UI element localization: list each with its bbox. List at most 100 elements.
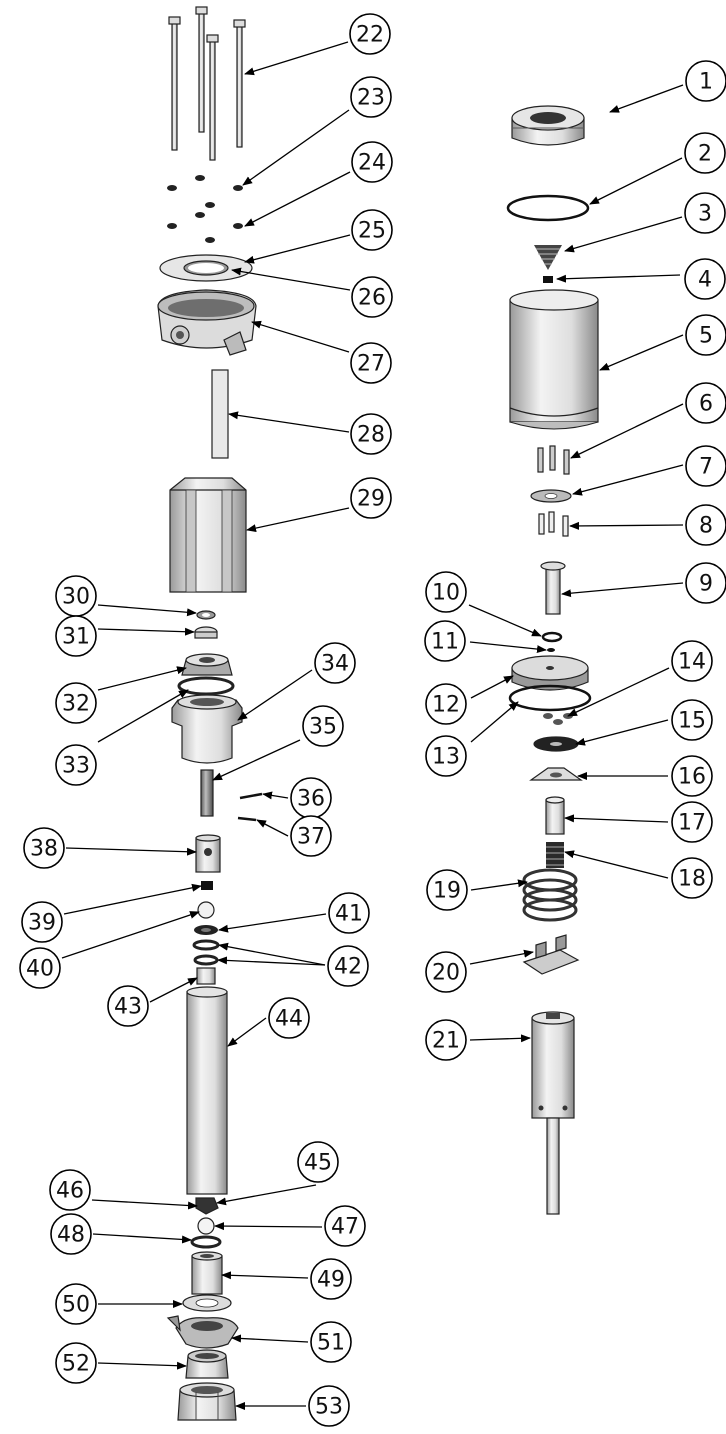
callout-circle [297, 1141, 339, 1183]
part-17-sleeve [545, 796, 565, 835]
callout-circle [302, 705, 344, 747]
callout-circle [349, 13, 391, 55]
callout-38: 38 [23, 827, 65, 869]
callout-number: 37 [297, 825, 325, 850]
part-43-fitting [196, 967, 216, 985]
callout-number: 31 [62, 625, 90, 650]
callout-number: 48 [57, 1223, 85, 1248]
callout-number: 10 [432, 581, 460, 606]
part-20-clip [522, 934, 580, 975]
part-12-diaphragm [511, 655, 589, 691]
callout-number: 52 [62, 1352, 90, 1377]
part-38-connector [195, 834, 221, 873]
callout-circle [671, 640, 713, 682]
callout-37: 37 [290, 815, 332, 857]
part-32-cap [181, 653, 233, 676]
callout-number: 6 [699, 392, 713, 417]
part-34-valve-body [171, 694, 243, 764]
callout-circle [55, 1342, 97, 1384]
callout-number: 21 [432, 1029, 460, 1054]
callout-number: 40 [26, 957, 54, 982]
callout-23: 23 [350, 76, 392, 118]
callout-number: 53 [315, 1395, 343, 1420]
callout-circle [425, 683, 467, 725]
part-22-bolts [168, 6, 246, 161]
callout-circle [290, 815, 332, 857]
callout-4: 4 [684, 258, 726, 300]
callout-number: 3 [698, 202, 712, 227]
part-49-nipple [191, 1251, 223, 1295]
callout-circle [21, 901, 63, 943]
callout-circle [351, 141, 393, 183]
callout-number: 50 [62, 1293, 90, 1318]
callout-number: 34 [321, 652, 349, 677]
callout-28: 28 [350, 413, 392, 455]
callout-circle [425, 571, 467, 613]
part-23-24-washers [167, 175, 243, 243]
callout-53: 53 [308, 1385, 350, 1427]
part-47-ball [197, 1217, 215, 1235]
callout-number: 18 [678, 867, 706, 892]
callout-number: 45 [304, 1151, 332, 1176]
callout-22: 22 [349, 13, 391, 55]
callout-5: 5 [685, 314, 726, 356]
callout-number: 12 [432, 693, 460, 718]
callout-24: 24 [351, 141, 393, 183]
part-27-housing-cap [157, 289, 257, 356]
callout-26: 26 [351, 276, 393, 318]
callout-circle [310, 1321, 352, 1363]
callout-number: 51 [317, 1331, 345, 1356]
callout-number: 35 [309, 715, 337, 740]
callout-46: 46 [49, 1169, 91, 1211]
part-19-coil-spring [522, 868, 578, 922]
callout-number: 32 [62, 692, 90, 717]
callout-circle [308, 1385, 350, 1427]
callout-20: 20 [425, 951, 467, 993]
callout-circle [671, 699, 713, 741]
callout-bubbles: 1234567891011121314151617181920212223242… [19, 13, 726, 1427]
callout-number: 46 [56, 1179, 84, 1204]
part-53-hex-nut [177, 1382, 237, 1421]
callout-32: 32 [55, 682, 97, 724]
callout-number: 20 [432, 961, 460, 986]
callout-50: 50 [55, 1283, 97, 1325]
callout-circle [107, 985, 149, 1027]
callout-circle [425, 1019, 467, 1061]
part-48-oring [190, 1235, 222, 1249]
callout-44: 44 [268, 997, 310, 1039]
callout-circle [351, 276, 393, 318]
callout-43: 43 [107, 985, 149, 1027]
part-2-oring [506, 194, 590, 222]
callout-30: 30 [55, 575, 97, 617]
callout-circle [350, 477, 392, 519]
part-35-stem [200, 769, 214, 817]
callout-circle [328, 892, 370, 934]
callout-31: 31 [55, 615, 97, 657]
callout-circle [350, 76, 392, 118]
part-8-pins [538, 511, 569, 537]
part-15-plate [533, 736, 579, 752]
callout-15: 15 [671, 699, 713, 741]
callout-number: 41 [335, 902, 363, 927]
callout-circle [327, 945, 369, 987]
callout-circle [268, 997, 310, 1039]
callout-circle [55, 744, 97, 786]
part-29-body [169, 477, 247, 593]
callout-circle [424, 620, 466, 662]
callout-14: 14 [671, 640, 713, 682]
leader-lines [61, 41, 684, 1410]
part-13-oring [508, 684, 592, 712]
callout-circle [684, 192, 726, 234]
callout-34: 34 [314, 642, 356, 684]
callout-number: 26 [358, 286, 386, 311]
part-21-plunger [531, 1011, 575, 1215]
callout-circle [671, 801, 713, 843]
callout-number: 9 [699, 572, 713, 597]
callout-48: 48 [50, 1213, 92, 1255]
callout-6: 6 [685, 382, 726, 424]
callout-17: 17 [671, 801, 713, 843]
part-51-wing-nut [166, 1315, 239, 1349]
callout-number: 44 [275, 1007, 303, 1032]
part-10-11-rings [541, 631, 563, 652]
callout-51: 51 [310, 1321, 352, 1363]
